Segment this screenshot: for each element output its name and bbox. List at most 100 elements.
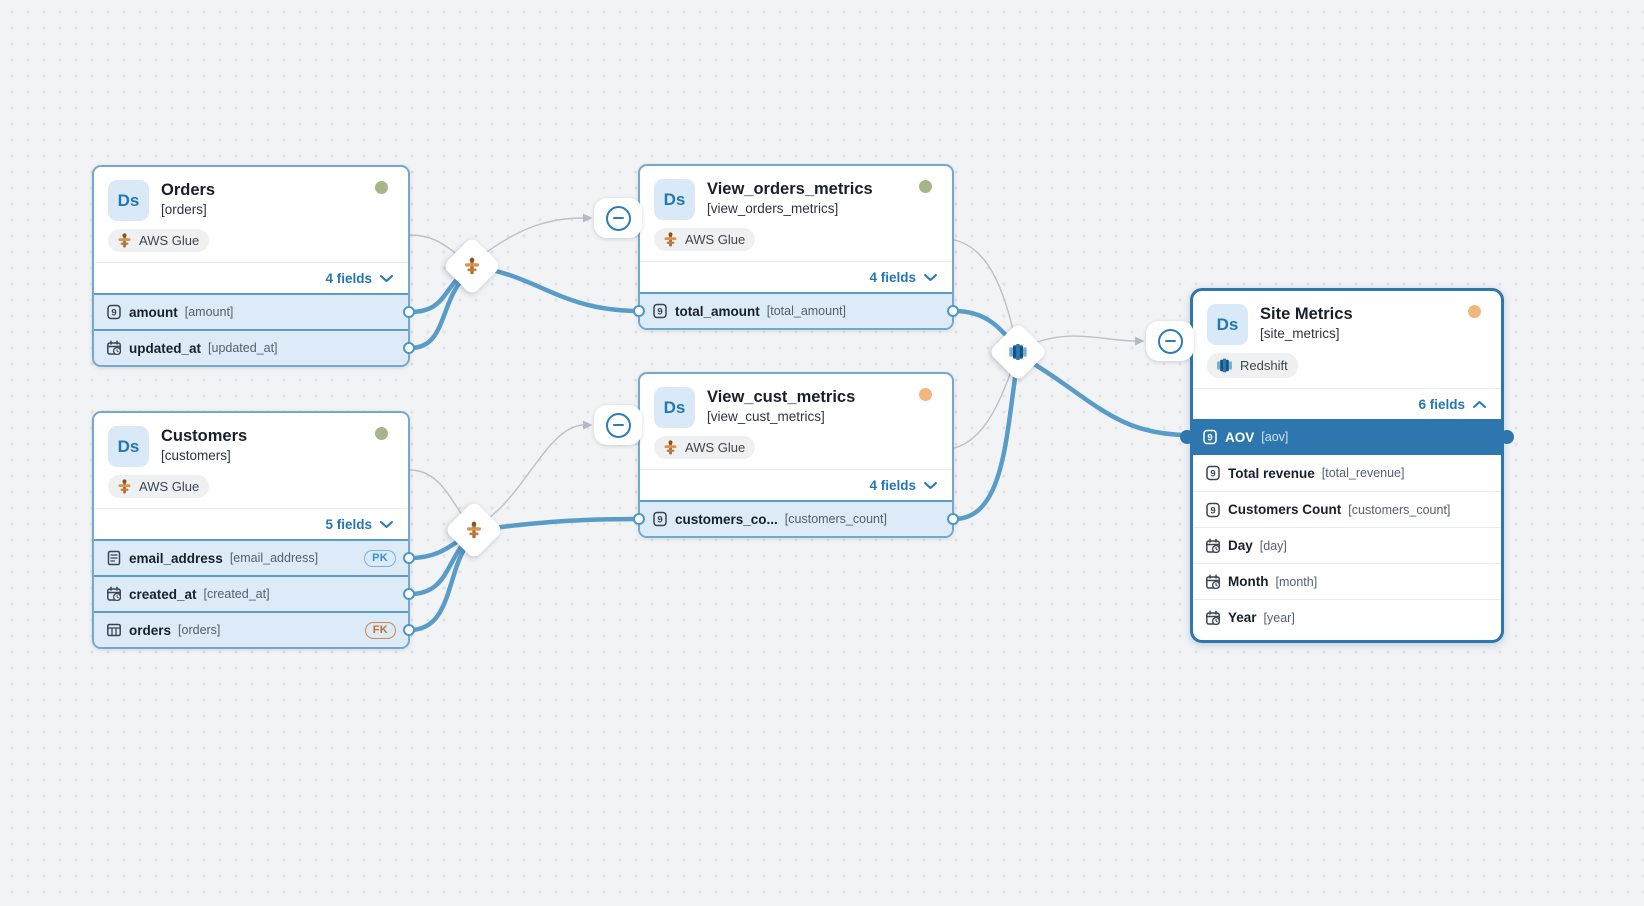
collapse-node-button[interactable] <box>1146 321 1194 361</box>
fields-toggle[interactable]: 6 fields <box>1193 388 1501 419</box>
calendar-type-icon <box>1205 573 1221 590</box>
aws-glue-icon <box>662 231 679 248</box>
fields-count-label: 4 fields <box>869 477 916 493</box>
field-row-amount[interactable]: 9 amount [amount] <box>94 293 415 329</box>
port-out[interactable] <box>403 588 415 600</box>
arrowhead-icon <box>1135 336 1145 346</box>
field-row-email-address[interactable]: email_address [email_address] PK <box>94 539 415 575</box>
field-row-month[interactable]: Month [month] <box>1193 563 1501 599</box>
field-row-aov[interactable]: 9 AOV [aov] <box>1180 419 1514 455</box>
port-out[interactable] <box>403 342 415 354</box>
field-ref: [total_amount] <box>766 304 846 318</box>
node-view-cust-metrics[interactable]: Ds View_cust_metrics [view_cust_metrics]… <box>633 372 959 538</box>
field-name: Day <box>1228 538 1253 553</box>
field-row-total-revenue[interactable]: 9 Total revenue [total_revenue] <box>1193 455 1501 491</box>
chevron-down-icon <box>923 273 938 282</box>
port-out[interactable] <box>947 513 959 525</box>
calendar-type-icon <box>106 586 122 602</box>
lineage-edge[interactable] <box>469 263 643 314</box>
field-name: AOV <box>1225 429 1255 445</box>
arrowhead-icon <box>583 420 593 430</box>
chevron-down-icon <box>923 481 938 490</box>
port-out[interactable] <box>403 306 415 318</box>
field-row-year[interactable]: Year [year] <box>1193 599 1501 635</box>
lineage-edge[interactable] <box>407 537 474 633</box>
transform-node-aws-glue[interactable] <box>444 500 504 560</box>
aws-glue-icon <box>662 439 679 456</box>
field-name: Year <box>1228 610 1257 625</box>
field-ref: [orders] <box>178 623 221 637</box>
lineage-edge[interactable] <box>1021 355 1191 438</box>
port-in[interactable] <box>633 513 645 525</box>
svg-text:9: 9 <box>1210 469 1215 480</box>
fields-toggle[interactable]: 4 fields <box>94 262 408 293</box>
lineage-edge[interactable] <box>951 355 1021 522</box>
transform-node-aws-glue[interactable] <box>442 236 502 296</box>
transform-node-redshift[interactable] <box>988 322 1048 382</box>
fields-toggle[interactable]: 5 fields <box>94 508 408 539</box>
svg-text:9: 9 <box>1210 505 1215 516</box>
field-row-day[interactable]: Day [day] <box>1193 527 1501 563</box>
source-label: AWS Glue <box>139 233 200 248</box>
node-header: Ds Site Metrics [site_metrics] <box>1193 291 1501 352</box>
field-name: amount <box>129 304 178 320</box>
field-name: customers_co... <box>675 511 778 527</box>
field-name: created_at <box>129 586 197 602</box>
node-orders[interactable]: Ds Orders [orders] AWS Glue 4 fields 9 a… <box>92 165 415 367</box>
port-in[interactable] <box>633 305 645 317</box>
field-row-updated-at[interactable]: updated_at [updated_at] <box>94 329 415 365</box>
redshift-icon <box>1215 356 1234 375</box>
port-in[interactable] <box>1180 430 1194 444</box>
guide-edge <box>485 424 584 521</box>
aws-glue-icon <box>462 256 482 276</box>
number-type-icon: 9 <box>652 303 668 319</box>
source-label: AWS Glue <box>139 479 200 494</box>
port-out[interactable] <box>1500 430 1514 444</box>
dataset-type-icon: Ds <box>654 387 695 428</box>
svg-text:9: 9 <box>111 308 116 319</box>
port-out[interactable] <box>947 305 959 317</box>
aws-glue-icon <box>116 478 133 495</box>
minus-circle-icon <box>605 205 631 231</box>
field-ref: [aov] <box>1261 430 1289 444</box>
field-name: email_address <box>129 550 223 566</box>
calendar-type-icon <box>1205 609 1221 626</box>
fields-count-label: 5 fields <box>325 516 372 532</box>
number-type-icon: 9 <box>1205 465 1221 481</box>
node-customers[interactable]: Ds Customers [customers] AWS Glue 5 fiel… <box>92 411 415 649</box>
fields-toggle[interactable]: 4 fields <box>640 469 952 500</box>
node-site-metrics[interactable]: Ds Site Metrics [site_metrics] Redshift … <box>1180 288 1514 643</box>
field-ref: [email_address] <box>229 551 319 565</box>
guide-edge <box>409 469 465 519</box>
port-out[interactable] <box>403 624 415 636</box>
field-row-customers-count[interactable]: 9 customers_co... [customers_count] <box>633 500 959 536</box>
svg-text:9: 9 <box>657 307 662 318</box>
field-ref: [day] <box>1259 538 1287 553</box>
node-subtitle: [orders] <box>161 201 207 217</box>
field-name: total_amount <box>675 303 760 319</box>
chevron-down-icon <box>379 520 394 529</box>
field-row-total-amount[interactable]: 9 total_amount [total_amount] <box>633 292 959 328</box>
node-view-orders-metrics[interactable]: Ds View_orders_metrics [view_orders_metr… <box>633 164 959 330</box>
source-label: AWS Glue <box>685 440 746 455</box>
guide-edge <box>483 217 584 255</box>
guide-edge <box>953 365 1014 449</box>
field-name: Month <box>1228 574 1269 589</box>
collapse-node-button[interactable] <box>594 198 642 238</box>
field-row-orders[interactable]: orders [orders] FK <box>94 611 415 647</box>
source-label: Redshift <box>1240 358 1288 373</box>
field-ref: [customers_count] <box>784 512 887 526</box>
node-subtitle: [customers] <box>161 447 231 463</box>
port-out[interactable] <box>403 552 415 564</box>
field-row-created-at[interactable]: created_at [created_at] <box>94 575 415 611</box>
dataset-type-icon: Ds <box>1207 304 1248 345</box>
foreign-key-badge: FK <box>364 621 396 639</box>
fields-toggle[interactable]: 4 fields <box>640 261 952 292</box>
collapse-node-button[interactable] <box>594 405 642 445</box>
source-badge: Redshift <box>1207 353 1298 378</box>
source-badge: AWS Glue <box>654 436 756 459</box>
field-row-customers-count[interactable]: 9 Customers Count [customers_count] <box>1193 491 1501 527</box>
node-subtitle: [site_metrics] <box>1260 325 1340 341</box>
fields-count-label: 6 fields <box>1418 396 1465 412</box>
